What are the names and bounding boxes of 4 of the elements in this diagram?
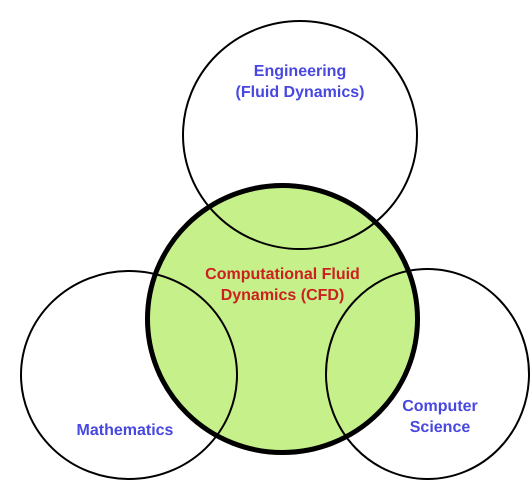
- circle-label: Engineering (Fluid Dynamics): [234, 62, 366, 103]
- circle-label: Computational Fluid Dynamics (CFD): [204, 265, 361, 306]
- circle-label: Mathematics: [76, 421, 174, 441]
- circle-label: Computer Science: [401, 397, 479, 438]
